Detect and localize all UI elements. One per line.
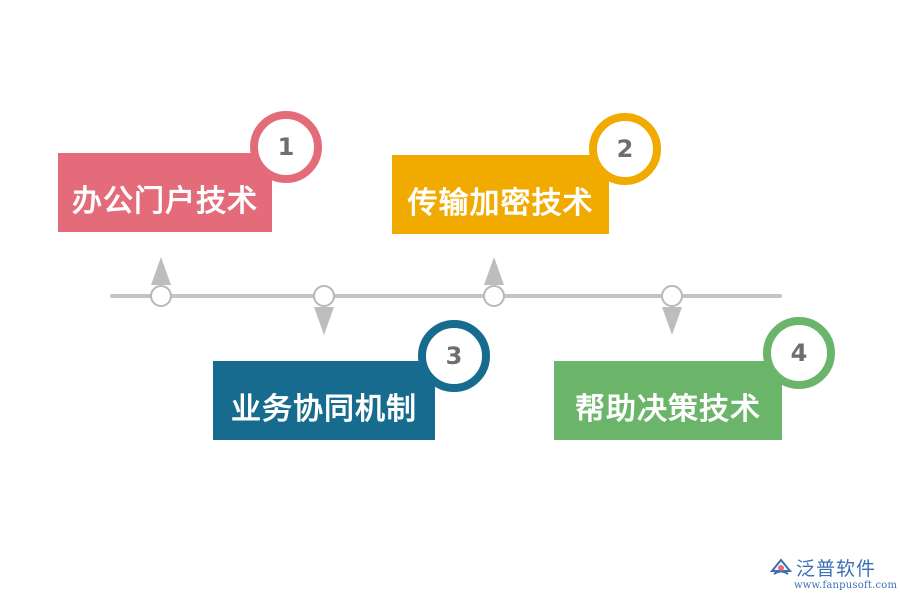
arrow-down-icon (662, 307, 682, 335)
timeline-node (483, 285, 505, 307)
timeline-node (313, 285, 335, 307)
item-4-number: 4 (790, 339, 808, 367)
item-1-number: 1 (277, 133, 295, 161)
timeline-node (150, 285, 172, 307)
item-3-box: 业务协同机制 (213, 361, 435, 440)
item-2-box: 传输加密技术 (392, 155, 609, 234)
fanpu-logo-icon (770, 558, 792, 575)
brand-url: www.fanpusoft.com (794, 580, 898, 591)
arrow-up-icon (151, 257, 171, 285)
item-1-box: 办公门户技术 (58, 153, 272, 232)
item-4-label: 帮助决策技术 (575, 391, 761, 427)
brand-name: 泛普软件 (796, 557, 877, 580)
item-1-badge: 1 (250, 111, 322, 183)
item-2-number: 2 (616, 135, 634, 163)
item-3-badge: 3 (418, 320, 490, 392)
item-4-box: 帮助决策技术 (554, 361, 782, 440)
item-3-number: 3 (445, 342, 463, 370)
arrow-down-icon (314, 307, 334, 335)
brand-logo: 泛普软件 www.fanpusoft.com (770, 554, 897, 594)
item-1-label: 办公门户技术 (72, 183, 258, 219)
item-2-label: 传输加密技术 (407, 185, 594, 221)
item-2-badge: 2 (589, 113, 661, 185)
timeline-line (110, 294, 782, 298)
arrow-up-icon (484, 257, 504, 285)
timeline-node (661, 285, 683, 307)
item-4-badge: 4 (763, 317, 835, 389)
item-3-label: 业务协同机制 (231, 391, 417, 427)
